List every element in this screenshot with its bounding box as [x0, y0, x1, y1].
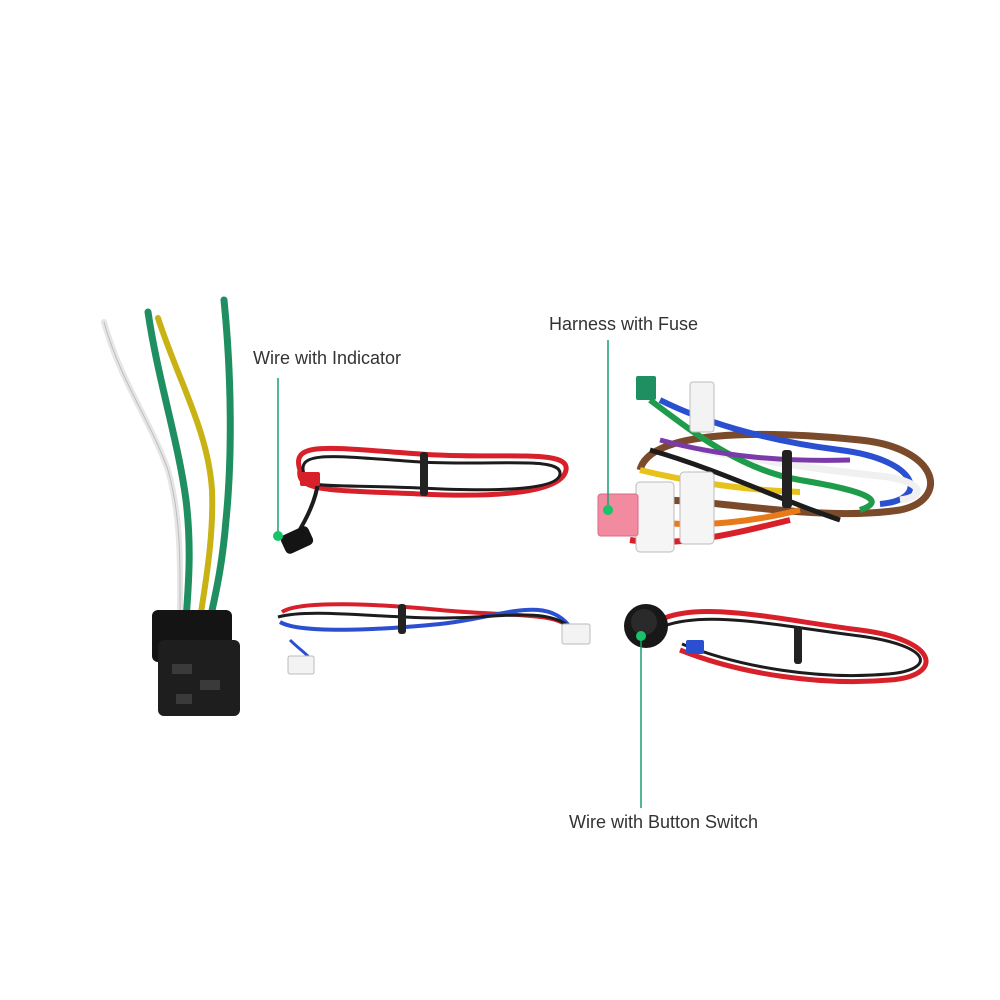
button-blue-plug — [686, 640, 704, 654]
fuse-harness-tie — [782, 450, 792, 508]
label-harness-with-fuse: Harness with Fuse — [549, 314, 699, 334]
fuse-harness-purple — [659, 437, 851, 463]
relay-socket-slot — [176, 694, 192, 704]
button-switch-face — [631, 609, 657, 635]
indicator-wire-black — [301, 455, 562, 492]
button-switch-wire-group — [624, 604, 929, 684]
label-wire-with-button-switch: Wire with Button Switch — [569, 812, 759, 832]
indicator-wire-red — [296, 445, 569, 498]
indicator-wire-group — [280, 445, 569, 554]
relay-socket-slot — [200, 680, 220, 690]
button-wire-tie — [794, 626, 802, 664]
fuse-harness-white-plug-a — [635, 481, 675, 553]
callout-dot-button — [636, 631, 646, 641]
relay-socket-group — [101, 296, 240, 716]
harness-connector-right — [561, 623, 591, 645]
button-wire-red — [658, 608, 929, 684]
callout-dot-fuse — [603, 505, 613, 515]
harness-wire-black — [277, 611, 567, 626]
yellow-wire — [155, 315, 216, 623]
fuse-pink — [597, 493, 639, 537]
fuse-harness-white-plug-top — [689, 381, 715, 433]
connector-harness-group — [277, 602, 591, 675]
white-wire-outline — [103, 321, 181, 621]
harness-wire-blue — [278, 607, 574, 632]
fuse-harness-white-plug-b — [679, 471, 715, 545]
harness-tie — [398, 604, 406, 634]
relay-socket-slot — [172, 664, 192, 674]
button-wire-black — [663, 617, 922, 677]
fuse-harness-black — [649, 447, 841, 523]
label-wire-with-indicator: Wire with Indicator — [253, 348, 402, 368]
green-wire-right — [206, 296, 234, 624]
harness-connector-left — [287, 655, 315, 675]
fuse-harness-brown — [636, 430, 934, 518]
green-wire-left — [144, 308, 193, 624]
fuse-harness-green-plug — [636, 376, 656, 400]
indicator-led-housing — [280, 526, 314, 554]
relay-socket-body — [158, 640, 240, 716]
indicator-tie — [420, 452, 428, 496]
fuse-harness-group — [597, 376, 934, 553]
callout-dot-indicator — [273, 531, 283, 541]
indicator-connector — [300, 472, 320, 486]
fuse-harness-green — [648, 397, 875, 513]
